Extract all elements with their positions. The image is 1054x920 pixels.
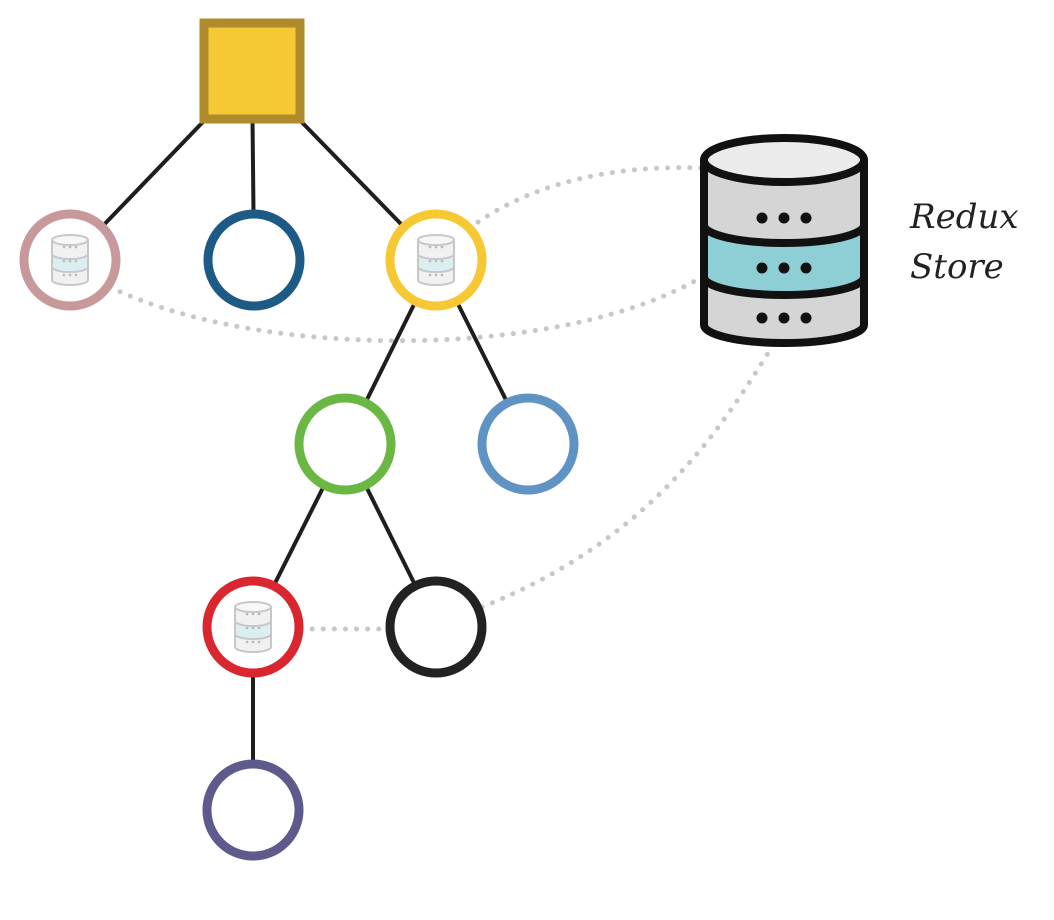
store-connections (107, 165, 773, 632)
node-leaf (202, 759, 304, 861)
node-great-grandchild-2 (385, 576, 487, 678)
store-label-line-2: Store (910, 247, 1004, 287)
store-dots (756, 212, 812, 324)
mini-store-icon-child-1 (51, 234, 89, 286)
dotted-link-child-1-to-store (107, 275, 703, 344)
mini-store-icon-child-3 (417, 234, 455, 286)
redux-store-icon (700, 134, 868, 347)
node-child-2 (203, 209, 305, 311)
root-component-square (199, 18, 305, 124)
mini-store-icon-great-grandchild-1 (234, 601, 272, 653)
dotted-link-child-3-to-store (475, 165, 705, 225)
component-nodes (19, 18, 579, 861)
store-label-line-1: Redux (909, 197, 1019, 237)
node-grandchild-1 (294, 393, 396, 495)
node-grandchild-2 (477, 393, 579, 495)
dotted-link-great-grandchild-2-to-store (479, 347, 773, 610)
